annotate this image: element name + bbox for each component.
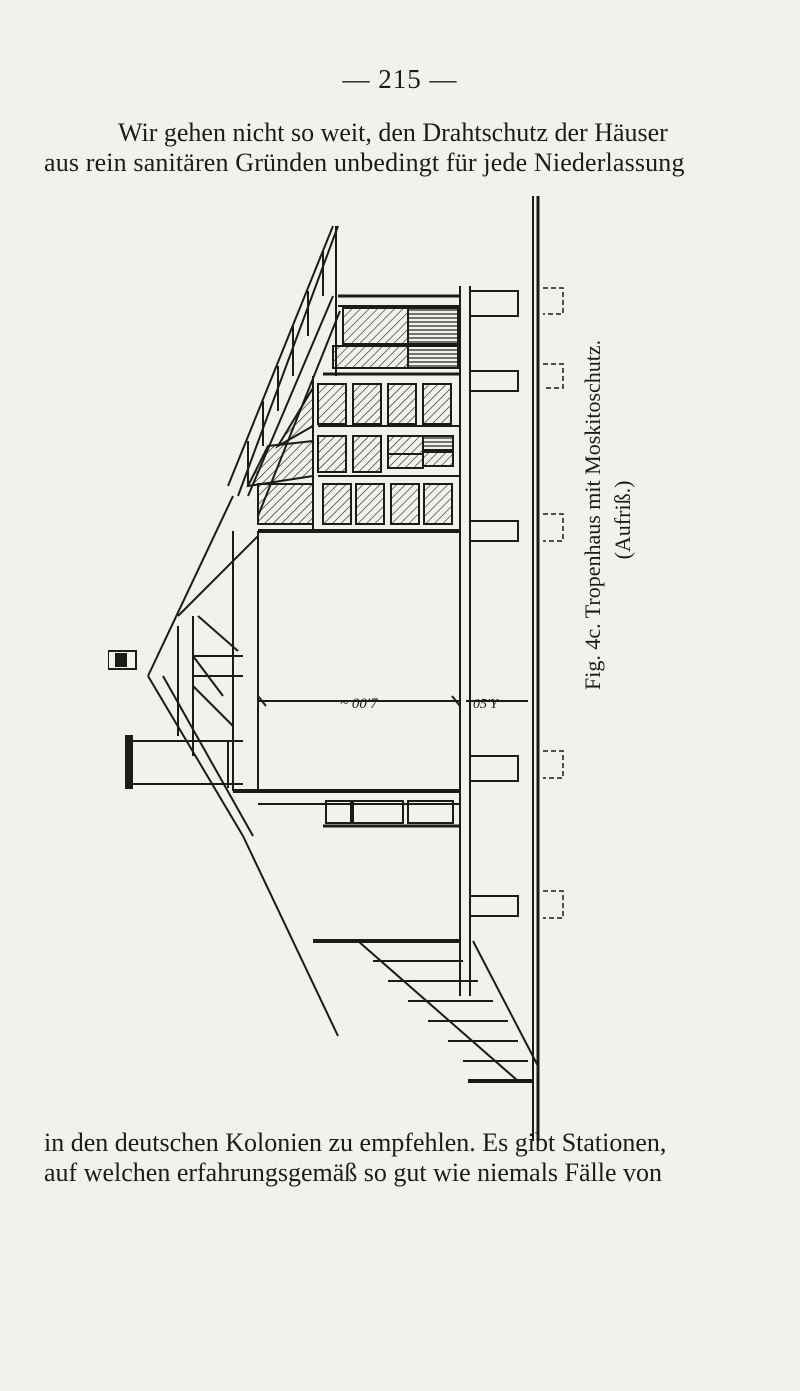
top-paragraph: Wir gehen nicht so weit, den Drahtschutz… [44, 118, 762, 178]
bottom-paragraph: in den deutschen Kolonien zu empfehlen. … [44, 1128, 762, 1188]
dimension-right: 05'Y [473, 697, 500, 712]
caption-line-1: Fig. 4c. Tropenhaus mit Moskitoschutz. [580, 339, 605, 690]
stairs [313, 939, 539, 1083]
central-mast [459, 196, 540, 1141]
top-line-1: Wir gehen nicht so weit, den Drahtschutz… [118, 118, 668, 147]
house-elevation-drawing: ~ 00'7 05'Y [108, 196, 564, 1141]
ground-floor [232, 531, 461, 828]
bottom-line-1: in den deutschen Kolonien zu empfehlen. … [44, 1128, 667, 1157]
page-number: — 215 — [342, 64, 458, 94]
lower-roof [147, 495, 339, 1037]
caption-line-2: (Aufriß.) [610, 480, 635, 560]
bottom-line-2: auf welchen erfahrungsgemäß so gut wie n… [44, 1158, 663, 1187]
top-line-2: aus rein sanitären Gründen unbedingt für… [44, 148, 685, 177]
dimension-left: ~ 00'7 [340, 696, 379, 712]
eave-details [108, 650, 243, 789]
pier-brackets [470, 287, 564, 919]
upper-floor [246, 294, 460, 533]
